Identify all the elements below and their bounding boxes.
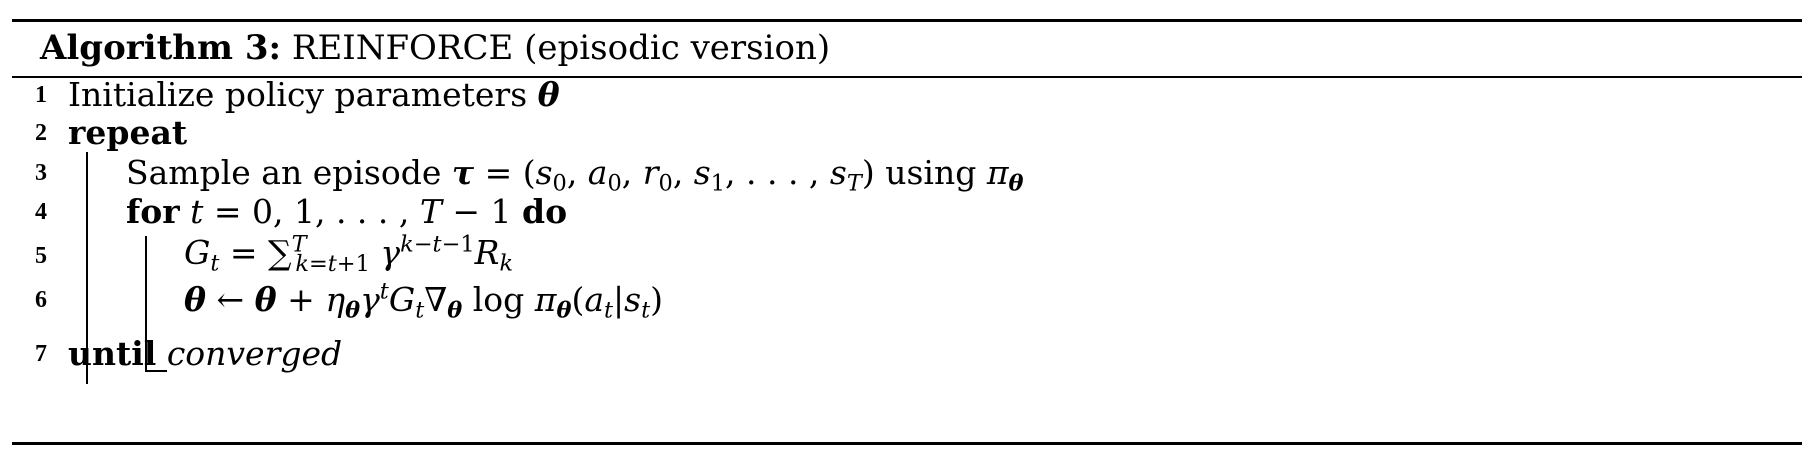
line-number-7: 7 — [35, 341, 47, 367]
line-number-6: 6 — [35, 287, 47, 313]
line-2: repeat — [68, 112, 187, 154]
converged-condition: converged — [166, 334, 343, 373]
for-scope-end — [145, 370, 167, 372]
line-7: until converged — [68, 333, 342, 375]
using-word: using — [885, 153, 977, 192]
until-keyword: until — [68, 334, 157, 373]
line-5: Gt = ∑Tk=t+1 γk−t−1Rk — [184, 231, 514, 277]
algorithm-caption: Algorithm 3: REINFORCE (episodic version… — [40, 26, 830, 70]
line-number-4: 4 — [35, 199, 47, 225]
line-number-3: 3 — [35, 160, 47, 186]
top-rule — [12, 19, 1802, 22]
line-1-text: Initialize policy parameters — [68, 75, 528, 114]
algorithm-label: Algorithm 3: — [40, 28, 282, 68]
theta-symbol: θ — [537, 75, 560, 114]
do-keyword: do — [522, 192, 568, 231]
for-scope-line — [145, 236, 147, 372]
line-6: θ ← θ + ηθγtGt∇θ log πθ(at|st) — [184, 278, 664, 324]
line-1: Initialize policy parameters θ — [68, 74, 560, 116]
line-3: Sample an episode τ = (s0, a0, r0, s1, .… — [126, 153, 1024, 197]
bottom-rule — [12, 442, 1802, 445]
line-4: for t = 0, 1, . . . , T − 1 do — [126, 192, 568, 231]
line-3-text: Sample an episode — [126, 153, 442, 192]
line-number-5: 5 — [35, 243, 47, 269]
repeat-scope-line — [86, 152, 88, 384]
algorithm-title: REINFORCE (episodic version) — [291, 28, 831, 68]
line-number-2: 2 — [35, 120, 47, 146]
for-keyword: for — [126, 192, 180, 231]
line-number-1: 1 — [35, 82, 47, 108]
repeat-keyword: repeat — [68, 113, 188, 152]
caption-rule — [12, 76, 1802, 78]
